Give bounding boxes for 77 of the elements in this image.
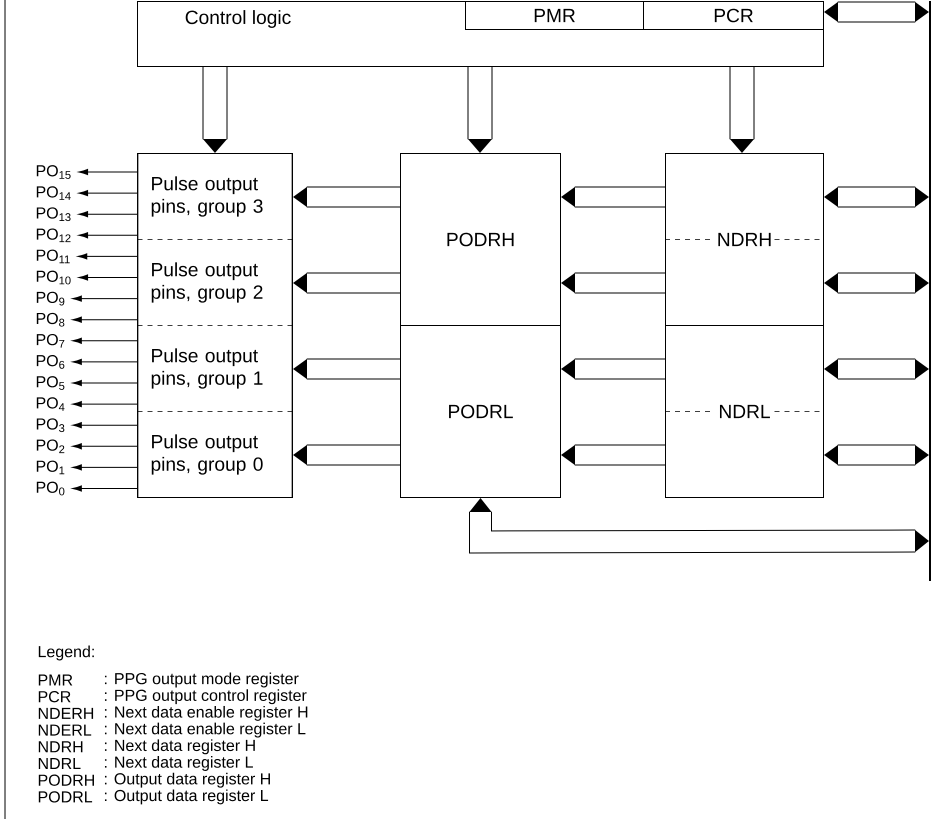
bus-arrow xyxy=(293,358,400,380)
pin-label: PO$_{3}$ xyxy=(36,418,64,432)
pin-group-section: Pulse output pins, group 0 xyxy=(138,412,292,498)
pin-label: PO$_{13}$ xyxy=(36,207,71,222)
legend-abbreviation: PODRH xyxy=(38,774,94,786)
pin-label: PO$_{14}$ xyxy=(36,186,71,200)
pin-arrow xyxy=(78,253,138,260)
pin-arrow xyxy=(72,296,138,302)
legend-description: : PPG output control register xyxy=(104,689,307,704)
register-box: PODRH xyxy=(400,153,561,326)
legend-description: : Next data register L xyxy=(104,756,253,771)
bus-arrow xyxy=(468,67,492,153)
pin-label: PO$_{2}$ xyxy=(36,439,64,454)
register-box: PODRL xyxy=(400,325,561,498)
bus-arrow xyxy=(561,186,665,208)
bus-arrow xyxy=(824,444,929,466)
pin-arrow xyxy=(78,190,138,196)
pin-label: PO$_{0}$ xyxy=(36,482,64,496)
pin-label: PO$_{6}$ xyxy=(36,355,64,369)
bus-arrow xyxy=(824,186,929,208)
bus-arrow xyxy=(824,358,929,380)
legend-description: : Output data register H xyxy=(104,772,270,788)
pin-group-section: Pulse output pins, group 1 xyxy=(138,326,292,412)
pin-arrow xyxy=(78,211,138,218)
pin-label: PO$_{9}$ xyxy=(36,292,64,306)
register-box: PMR xyxy=(465,1,644,30)
pin-label: PO$_{4}$ xyxy=(36,397,64,411)
legend-abbreviation: NDRH xyxy=(38,741,82,752)
pin-group-section: Pulse output pins, group 3 xyxy=(138,154,292,240)
legend-abbreviation: NDERL xyxy=(38,724,92,736)
pin-label: PO$_{5}$ xyxy=(36,376,64,390)
pin-label: PO$_{8}$ xyxy=(36,312,64,327)
pin-arrow xyxy=(72,422,138,428)
bus-arrow xyxy=(293,444,400,466)
pin-arrow xyxy=(72,401,138,408)
pin-arrow xyxy=(78,232,138,238)
legend-description: : Output data register L xyxy=(104,789,268,804)
pin-label: PO$_{12}$ xyxy=(36,228,71,242)
pin-arrow xyxy=(72,358,138,365)
legend-abbreviation: PCR xyxy=(38,691,71,702)
pin-arrow xyxy=(78,168,138,176)
bus-arrow xyxy=(824,2,929,22)
pin-arrow xyxy=(72,443,138,450)
register-box: NDRH xyxy=(665,153,824,326)
bus-arrow xyxy=(202,67,228,153)
legend-abbreviation: PODRL xyxy=(38,791,92,803)
pin-arrow xyxy=(72,338,138,344)
legend-abbreviation: PMR xyxy=(38,674,72,686)
legend-title: Legend: xyxy=(38,646,94,660)
bus-arrow xyxy=(469,498,929,554)
bus-arrow xyxy=(561,272,665,294)
legend-description: : PPG output mode register xyxy=(104,672,299,688)
pin-arrow xyxy=(72,316,138,323)
bus-arrow xyxy=(730,67,754,153)
bus-arrow xyxy=(561,444,665,466)
legend-description: : Next data enable register L xyxy=(104,722,306,738)
pin-label: PO$_{15}$ xyxy=(36,165,71,179)
legend-abbreviation: NDRL xyxy=(38,758,81,769)
pin-arrow xyxy=(72,464,138,470)
bus-arrow xyxy=(293,272,400,294)
pin-label: PO$_{7}$ xyxy=(36,334,64,348)
pin-label: PO$_{1}$ xyxy=(36,460,64,474)
pin-label: PO$_{10}$ xyxy=(36,270,71,284)
pin-arrow xyxy=(72,485,138,492)
bus-arrow xyxy=(293,186,400,208)
pin-label: PO$_{11}$ xyxy=(36,250,70,264)
register-box: PCR xyxy=(643,1,824,30)
legend-description: : Next data register H xyxy=(104,739,255,754)
register-box: NDRL xyxy=(665,325,824,498)
pin-arrow xyxy=(78,274,138,281)
bus-arrow xyxy=(824,272,929,294)
legend-abbreviation: NDERH xyxy=(38,708,94,719)
pin-group-box xyxy=(137,153,293,498)
pin-group-section: Pulse output pins, group 2 xyxy=(138,240,292,326)
pin-arrow xyxy=(72,380,138,386)
legend-description: : Next data enable register H xyxy=(104,706,308,721)
bus-arrow xyxy=(561,358,665,380)
